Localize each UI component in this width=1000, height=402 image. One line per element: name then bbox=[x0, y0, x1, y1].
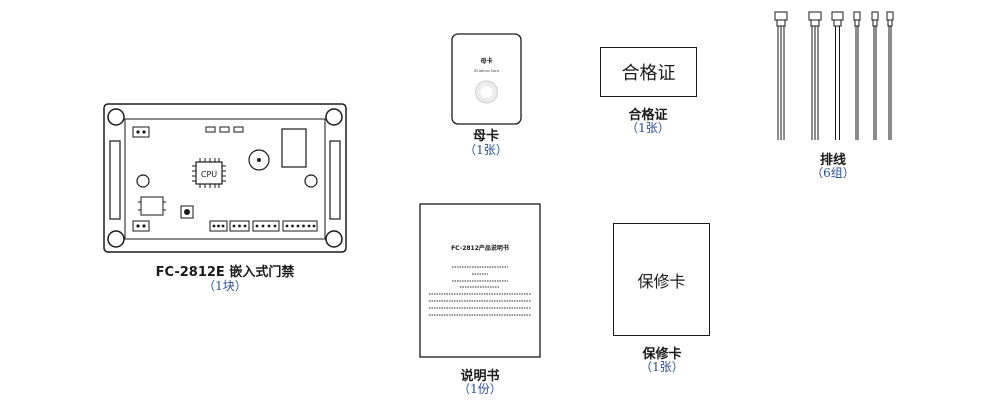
master-card-qty: （1张） bbox=[464, 143, 508, 157]
card-subtitle: ID Admin Card bbox=[474, 69, 499, 73]
mounting-hole bbox=[325, 108, 343, 126]
certificate-text: 合格证 bbox=[621, 63, 676, 84]
certificate: 合格证 bbox=[600, 47, 697, 97]
manual-title: FC-2812产品说明书 bbox=[451, 244, 509, 252]
manual-text-lines bbox=[429, 266, 531, 316]
mounting-hole bbox=[325, 230, 343, 248]
certificate-qty: （1张） bbox=[626, 121, 670, 135]
cable-bundle bbox=[774, 11, 894, 140]
card-title: 母卡 bbox=[480, 57, 492, 65]
board-name: FC-2812E 嵌入式门禁 bbox=[155, 265, 295, 280]
cable-connector bbox=[831, 11, 844, 21]
master-card-name: 母卡 bbox=[472, 129, 499, 144]
mounting-hole bbox=[107, 230, 125, 248]
cable-connector bbox=[808, 11, 822, 21]
warranty-name: 保修卡 bbox=[642, 347, 682, 362]
access-control-board: CPU bbox=[103, 103, 347, 253]
manual-name: 说明书 bbox=[460, 369, 500, 384]
cpu-chip: CPU bbox=[192, 158, 226, 188]
cable-connector bbox=[886, 11, 894, 21]
manual: FC-2812产品说明书 bbox=[419, 203, 541, 358]
mounting-hole bbox=[107, 108, 125, 126]
warranty-text: 保修卡 bbox=[637, 271, 686, 291]
cables-qty: （6组） bbox=[811, 166, 855, 180]
master-card: 母卡 ID Admin Card bbox=[451, 33, 522, 125]
cable-connector bbox=[871, 11, 879, 21]
cables-name: 排线 bbox=[819, 153, 846, 168]
warranty-card: 保修卡 bbox=[613, 223, 710, 336]
board-qty: （1块） bbox=[203, 279, 247, 293]
cable-connector bbox=[774, 11, 788, 21]
warranty-qty: （1张） bbox=[640, 360, 684, 374]
cpu-label: CPU bbox=[201, 170, 217, 179]
manual-qty: （1份） bbox=[458, 382, 502, 396]
certificate-name: 合格证 bbox=[628, 108, 668, 123]
cable-connector bbox=[853, 11, 861, 21]
